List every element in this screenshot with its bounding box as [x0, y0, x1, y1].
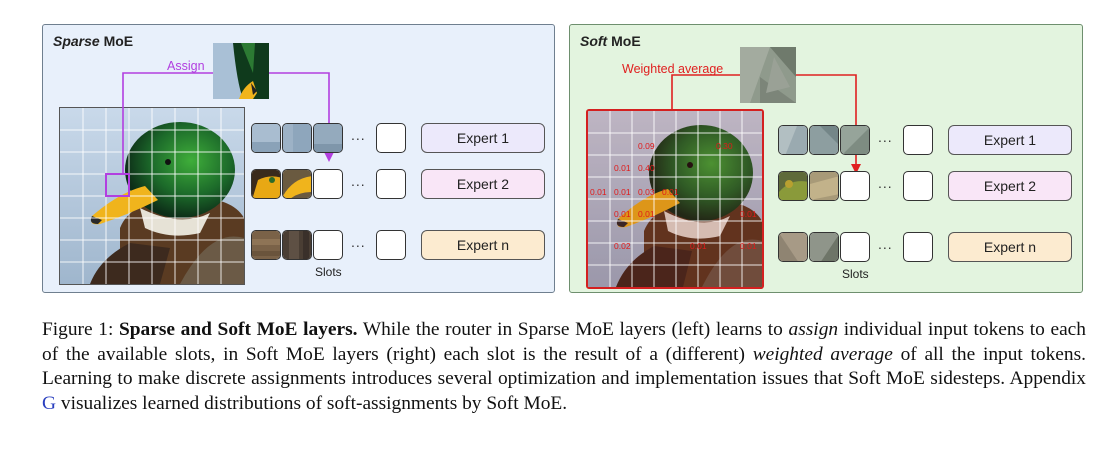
slot-filled — [778, 171, 808, 201]
weighted-token-thumbnail — [740, 47, 796, 103]
weight-label: 0.01 — [614, 163, 631, 173]
weight-label: 0.01 — [662, 187, 679, 197]
ellipsis: ... — [351, 234, 366, 250]
sparse-panel-title: Sparse MoE — [53, 33, 134, 49]
slots-label: Slots — [315, 265, 342, 279]
weight-label: 0.01 — [614, 187, 631, 197]
sparse-moe-panel: Sparse MoE — [42, 24, 555, 293]
slot-empty — [313, 230, 343, 260]
weight-label: 0.01 — [590, 187, 607, 197]
weight-label: 0.02 — [614, 241, 631, 251]
slots-label: Slots — [842, 267, 869, 281]
weight-label: 0.30 — [716, 141, 733, 151]
slot-filled — [313, 123, 343, 153]
duck-image-sparse — [59, 107, 245, 285]
slot-filled — [809, 232, 839, 262]
slot-empty — [376, 230, 406, 260]
ellipsis: ... — [351, 127, 366, 143]
slot-filled — [809, 125, 839, 155]
slot-empty — [903, 232, 933, 262]
figure-caption: Figure 1: Sparse and Soft MoE layers. Wh… — [42, 319, 1086, 414]
expert-1-box: Expert 1 — [948, 125, 1072, 155]
weight-label: 0.01 — [740, 209, 757, 219]
expert-2-box: Expert 2 — [421, 169, 545, 199]
ellipsis: ... — [878, 236, 893, 252]
assign-label: Assign — [167, 59, 205, 73]
figure-label: Figure 1: — [42, 319, 114, 340]
expert-n-box: Expert n — [421, 230, 545, 260]
slot-filled — [251, 169, 281, 199]
expert-2-box: Expert 2 — [948, 171, 1072, 201]
duck-image-soft: 0.09 0.30 0.01 0.40 0.01 0.01 0.03 0.01 … — [586, 109, 764, 289]
slot-filled — [282, 230, 312, 260]
soft-panel-title: Soft MoE — [580, 33, 641, 49]
soft-moe-panel: Soft MoE — [569, 24, 1083, 293]
weight-label: 0.01 — [614, 209, 631, 219]
ellipsis: ... — [878, 175, 893, 191]
assigned-token-thumbnail — [213, 43, 269, 99]
slot-filled — [778, 125, 808, 155]
slot-empty — [903, 125, 933, 155]
weight-label: 0.01 — [690, 241, 707, 251]
ellipsis: ... — [878, 129, 893, 145]
slot-empty — [840, 171, 870, 201]
slot-filled — [251, 123, 281, 153]
weight-label: 0.01 — [740, 241, 757, 251]
slot-filled — [282, 123, 312, 153]
expert-n-box: Expert n — [948, 232, 1072, 262]
slot-filled — [778, 232, 808, 262]
weight-label: 0.40 — [638, 163, 655, 173]
appendix-link[interactable]: G — [42, 392, 57, 414]
slot-empty — [840, 232, 870, 262]
slot-empty — [903, 171, 933, 201]
caption-title: Sparse and Soft MoE layers. — [118, 319, 358, 340]
weighted-average-label: Weighted average — [622, 62, 724, 76]
slot-empty — [376, 169, 406, 199]
weight-label: 0.01 — [638, 209, 655, 219]
weight-label: 0.09 — [638, 141, 655, 151]
slot-filled — [251, 230, 281, 260]
slot-filled — [840, 125, 870, 155]
expert-1-box: Expert 1 — [421, 123, 545, 153]
weight-label: 0.03 — [638, 187, 655, 197]
slot-filled — [282, 169, 312, 199]
slot-empty — [376, 123, 406, 153]
slot-filled — [809, 171, 839, 201]
ellipsis: ... — [351, 173, 366, 189]
slot-empty — [313, 169, 343, 199]
